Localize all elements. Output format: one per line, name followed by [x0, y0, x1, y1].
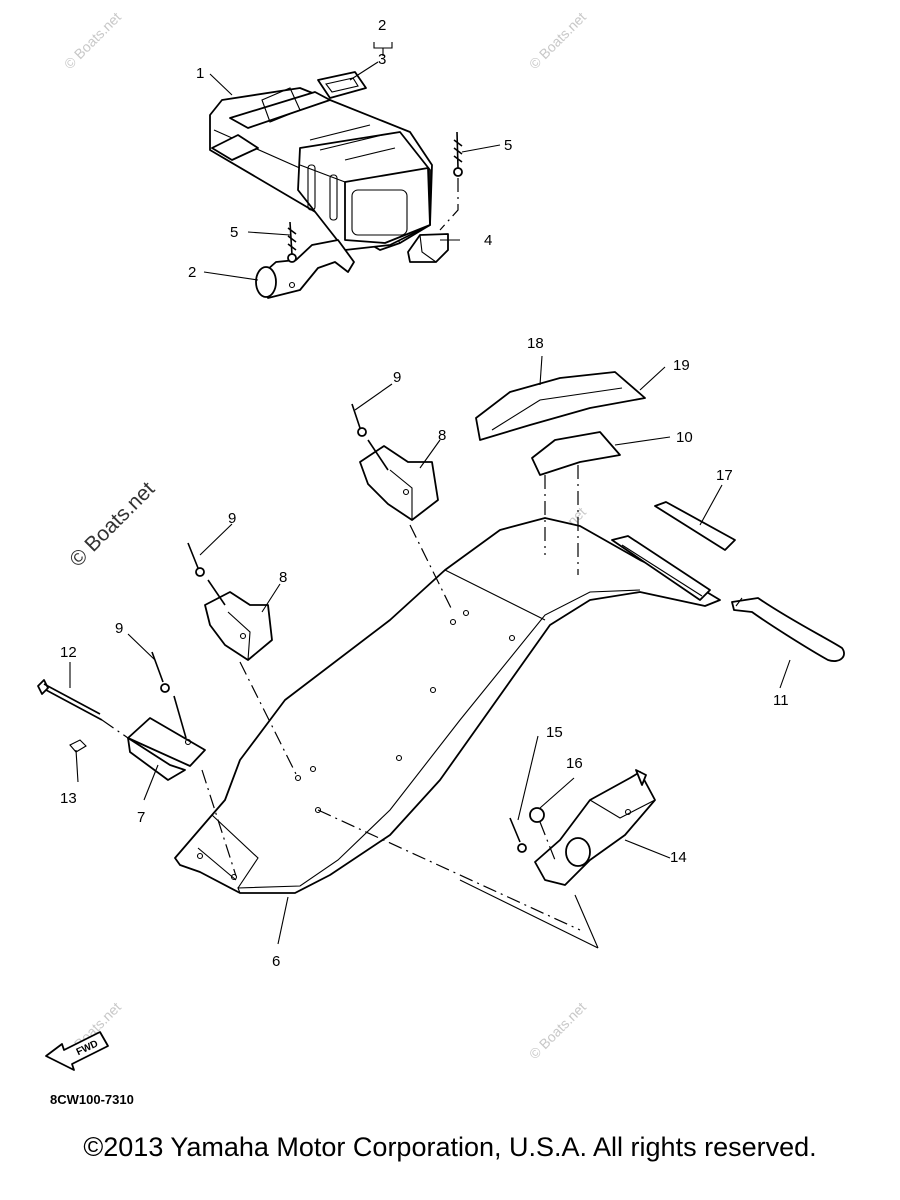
callout-8-upper: 8 — [438, 427, 446, 444]
bolt-12 — [37, 679, 103, 721]
callout-3: 3 — [378, 51, 386, 68]
bolt-5-right — [439, 131, 463, 231]
callout-9-middle: 9 — [228, 510, 236, 527]
pad-17 — [654, 501, 736, 551]
watermark-faint: © Boats.net — [526, 9, 589, 72]
callout-9-left: 9 — [115, 620, 123, 637]
callout-18: 18 — [527, 335, 544, 352]
callout-2-lower: 2 — [188, 264, 196, 281]
screw-9-middle — [187, 542, 226, 606]
fwd-arrow: FWD — [45, 1031, 109, 1071]
callout-6: 6 — [272, 953, 280, 970]
copyright-notice: ©2013 Yamaha Motor Corporation, U.S.A. A… — [83, 1132, 817, 1162]
battery-box-assembly — [209, 71, 433, 251]
plate-10 — [531, 431, 621, 476]
callout-4: 4 — [484, 232, 492, 249]
callout-5-right: 5 — [504, 137, 512, 154]
leader-lines — [69, 42, 791, 949]
clip-8-lower — [204, 591, 273, 661]
callout-14: 14 — [670, 849, 687, 866]
callout-5-left: 5 — [230, 224, 238, 241]
callout-19: 19 — [673, 357, 690, 374]
screw-9-upper — [351, 403, 389, 471]
callout-12: 12 — [60, 644, 77, 661]
cover-holes — [196, 609, 516, 881]
bracket-2 — [255, 239, 355, 299]
bolt-5-left — [287, 221, 297, 263]
callout-17: 17 — [716, 467, 733, 484]
callout-15: 15 — [546, 724, 563, 741]
clip-8-upper — [359, 445, 439, 521]
bracket-7 — [127, 717, 206, 781]
callout-11: 11 — [773, 692, 789, 709]
holder-14 — [534, 769, 656, 886]
watermark-main: © Boats.net — [65, 477, 159, 571]
pin-13 — [69, 739, 87, 753]
watermark-faint: © Boats.net — [526, 999, 589, 1062]
callout-10: 10 — [676, 429, 693, 446]
callout-2-upper: 2 — [378, 17, 386, 34]
washer-16 — [529, 807, 545, 823]
callout-16: 16 — [566, 755, 583, 772]
callout-9-upper: 9 — [393, 369, 401, 386]
screw-9-left — [151, 651, 187, 739]
hook-11 — [731, 597, 845, 662]
plates-18-19 — [475, 371, 646, 441]
screw-15 — [509, 817, 527, 853]
diagram-code: 8CW100-7310 — [50, 1092, 134, 1107]
watermark-faint: © Boats.net — [61, 9, 124, 72]
callout-1: 1 — [196, 65, 204, 82]
engine-cover-6 — [174, 517, 721, 894]
callout-7: 7 — [137, 809, 145, 826]
callout-labels: 1 2 3 5 5 4 2 18 19 9 8 10 17 9 8 9 12 1… — [60, 17, 789, 970]
callout-8-lower: 8 — [279, 569, 287, 586]
callout-13: 13 — [60, 790, 77, 807]
clip-4 — [407, 233, 449, 263]
